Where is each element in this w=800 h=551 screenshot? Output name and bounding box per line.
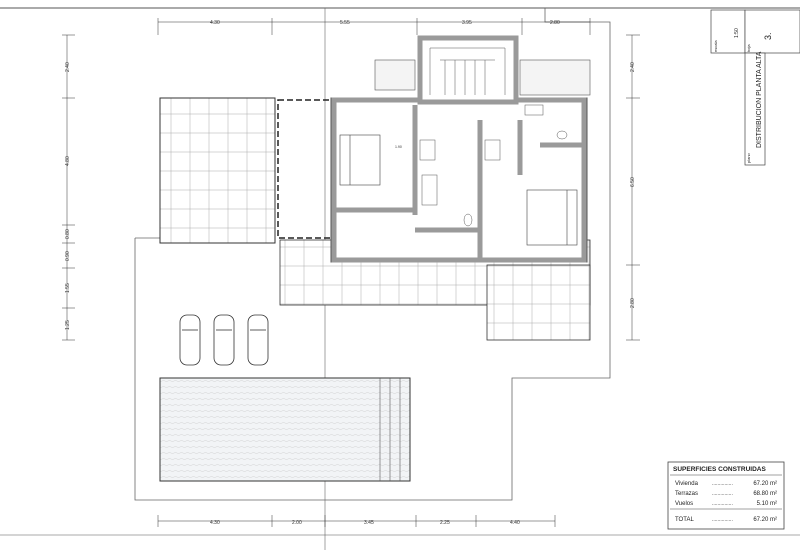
row-dots: ............... <box>712 501 733 507</box>
dim-right-1: 2.40 <box>630 62 636 72</box>
dim-left-3: 0.80 <box>65 229 71 239</box>
scale-value: 1:50 <box>734 28 740 38</box>
dim-top-3: 3.95 <box>462 20 472 26</box>
dimension-left <box>62 34 75 341</box>
dim-right-3: 2.80 <box>630 298 636 308</box>
row-label: Vivienda <box>675 481 699 487</box>
row-dots: ............... <box>712 491 733 497</box>
plan-label: plano <box>746 152 751 163</box>
table-title: SUPERFICIES CONSTRUIDAS <box>673 466 766 473</box>
row-value: 5.10 m² <box>757 501 777 507</box>
dim-bottom-5: 4.40 <box>510 520 520 526</box>
surfaces-table: SUPERFICIES CONSTRUIDAS Vivienda .......… <box>667 461 785 530</box>
bathroom-fixtures <box>419 104 568 227</box>
title-block: escala 1:50 hoja 3. plano DISTRIBUCION P… <box>710 9 800 166</box>
bed-1 <box>339 134 381 186</box>
dim-left-2: 4.80 <box>65 156 71 166</box>
plan-title: DISTRIBUCION PLANTA ALTA <box>756 51 763 148</box>
stair <box>429 47 506 95</box>
bed-2 <box>526 189 578 246</box>
scale-label: escala <box>713 40 718 52</box>
dim-bottom-3: 3.45 <box>364 520 374 526</box>
row-value: 67.20 m² <box>753 481 777 487</box>
sheet-value: 3. <box>763 32 773 40</box>
dim-left-5: 1.55 <box>65 283 71 293</box>
dim-bottom-1: 4.30 <box>210 520 220 526</box>
row-dots: ............... <box>712 481 733 487</box>
dim-top-1: 4.30 <box>210 20 220 26</box>
dim-bottom-4: 2.25 <box>440 520 450 526</box>
row-label: Terrazas <box>675 491 698 497</box>
total-label: TOTAL <box>675 517 694 523</box>
dim-left-1: 2.40 <box>65 62 71 72</box>
total-value: 67.20 m² <box>753 517 777 523</box>
dim-top-4: 2.80 <box>550 20 560 26</box>
row-value: 68.80 m² <box>753 491 777 497</box>
dimension-right <box>626 34 640 341</box>
cars <box>179 314 269 366</box>
dim-top-2: 5.55 <box>340 20 350 26</box>
total-dots: ............... <box>712 517 733 523</box>
dimension-top <box>157 18 591 35</box>
terrace-left <box>159 97 276 244</box>
dim-left-6: 1.25 <box>65 320 71 330</box>
dimension-bottom <box>157 515 556 527</box>
terrace-top-left <box>374 59 416 91</box>
dim-left-4: 0.90 <box>65 251 71 261</box>
row-label: Vuelos <box>675 501 693 507</box>
terrace-top-right <box>519 59 591 96</box>
room-dimension-label: 1.90 <box>395 145 402 149</box>
pool <box>159 377 411 482</box>
dim-right-2: 6.50 <box>630 177 636 187</box>
sheet-label: hoja <box>746 44 751 52</box>
terrace-lower-right <box>486 264 591 341</box>
dim-bottom-2: 2.00 <box>292 520 302 526</box>
